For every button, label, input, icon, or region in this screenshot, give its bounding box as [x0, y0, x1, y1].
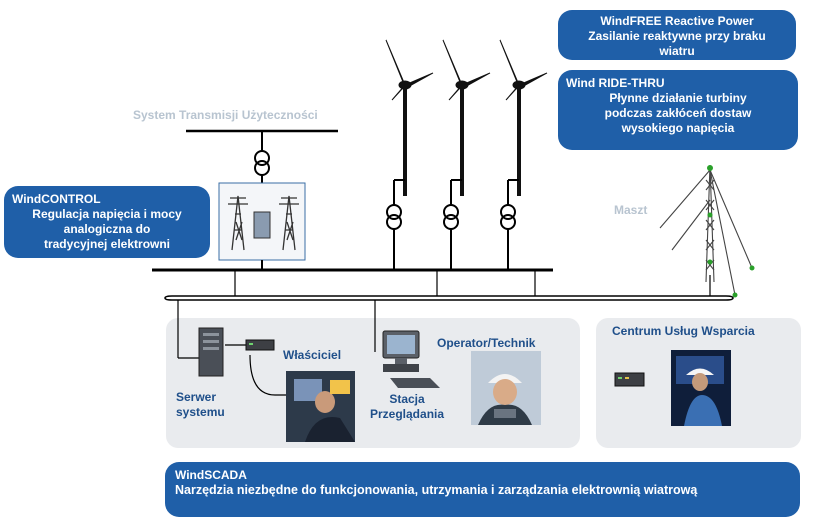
windcontrol-callout: WindCONTROL Regulacja napięcia i mocy an… [4, 186, 210, 258]
mast-label: Maszt [614, 203, 648, 217]
switchgear-icon [253, 211, 271, 239]
windcontrol-line3: tradycyjnej elektrowni [43, 237, 171, 251]
windfree-callout: WindFREE Reactive Power Zasilanie reakty… [558, 10, 796, 60]
support-modem-icon [614, 372, 645, 387]
met-mast-icon [659, 164, 755, 298]
windscada-description: Narzędzia niezbędne do funkcjonowania, u… [175, 483, 698, 497]
station-label-line1: Stacja [389, 392, 425, 406]
operator-label: Operator/Technik [437, 336, 536, 350]
windfree-title: WindFREE Reactive Power [600, 14, 754, 28]
wind-turbine-icon-3 [499, 39, 548, 196]
ridethru-title: Wind RIDE-THRU [566, 76, 665, 90]
operator-photo [471, 351, 541, 425]
turbine-transformer-icon [386, 204, 402, 230]
windfree-line2: wiatru [659, 44, 695, 58]
windcontrol-line1: Regulacja napięcia i mocy [32, 207, 182, 221]
utility-system-label: System Transmisji Użyteczności [133, 108, 318, 122]
ridethru-line1: Płynne działanie turbiny [609, 91, 747, 105]
owner-photo [286, 371, 355, 442]
wind-turbine-icon-2 [442, 39, 491, 196]
support-center-label: Centrum Usług Wsparcia [612, 324, 755, 338]
turbine-transformer-icon [443, 204, 459, 230]
utility-transformer-icon [254, 150, 270, 176]
windscada-callout: WindSCADA Narzędzia niezbędne do funkcjo… [165, 462, 800, 517]
server-label: Serwer systemu [176, 390, 225, 420]
station-label-line2: Przeglądania [370, 407, 445, 421]
ridethru-line2: podczas zakłóceń dostaw [604, 106, 752, 120]
windcontrol-line2: analogiczna do [63, 222, 151, 236]
wind-turbine-icon-1 [385, 39, 434, 196]
server-label-line2: systemu [176, 405, 225, 419]
station-label: Stacja Przeglądania [370, 392, 444, 422]
turbine-transformer-icon [500, 204, 516, 230]
ridethru-callout: Wind RIDE-THRU Płynne działanie turbiny … [558, 70, 798, 150]
windcontrol-title: WindCONTROL [12, 192, 101, 206]
ridethru-line3: wysokiego napięcia [621, 121, 735, 135]
communication-bus [164, 295, 734, 301]
server-label-line1: Serwer [176, 390, 217, 404]
owner-label: Właściciel [283, 348, 342, 362]
modem-icon [245, 339, 275, 351]
support-photo [671, 350, 731, 426]
windscada-title: WindSCADA [175, 468, 247, 482]
server-icon [198, 327, 224, 377]
windfree-line1: Zasilanie reaktywne przy braku [588, 29, 766, 43]
pylon-icon [228, 195, 299, 251]
workstation-icon [382, 330, 440, 388]
